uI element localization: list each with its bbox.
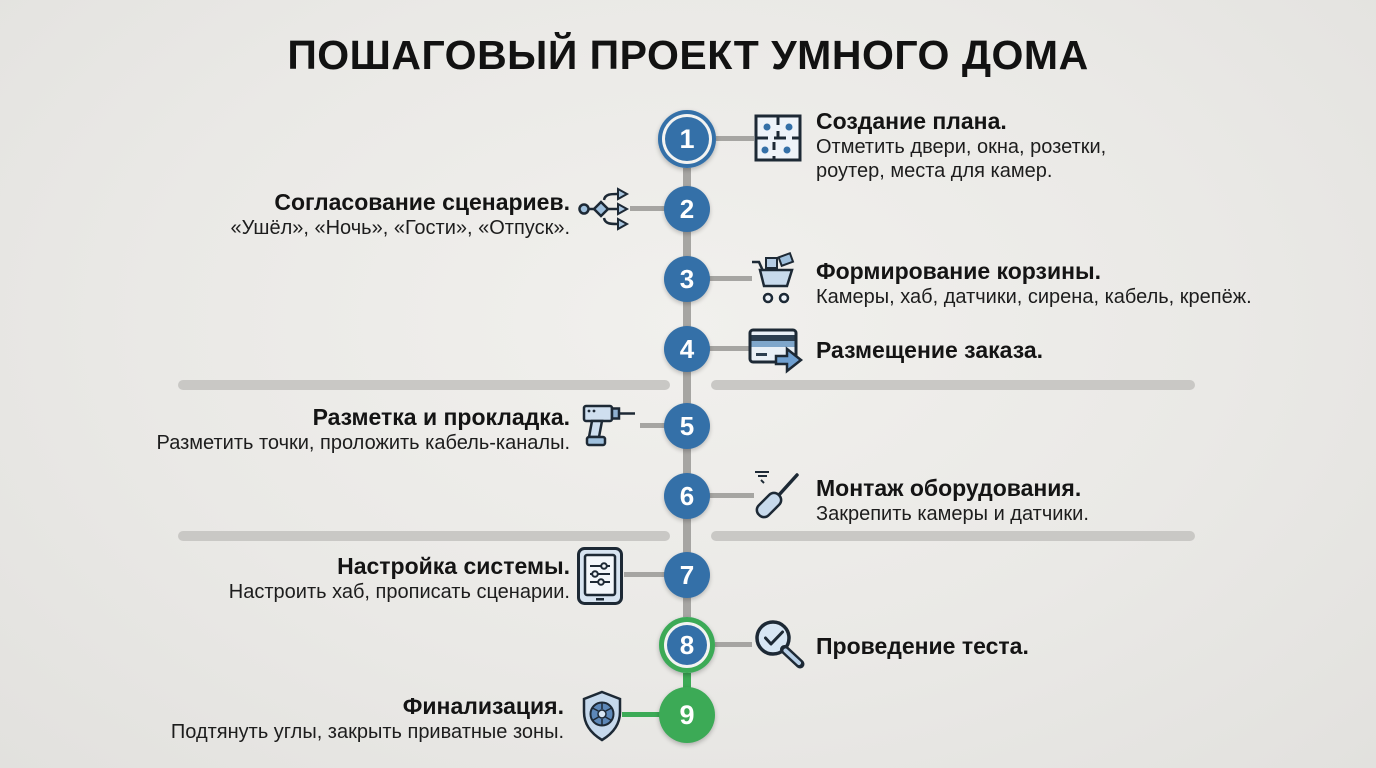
section-divider bbox=[711, 531, 1195, 541]
step-circle-1: 1 bbox=[658, 110, 716, 168]
connector-step-9 bbox=[622, 712, 662, 717]
step-text-9: Финализация. Подтянуть углы, закрыть при… bbox=[171, 692, 564, 744]
connector-step-3 bbox=[708, 276, 752, 281]
drill-icon bbox=[578, 398, 640, 455]
step-circle-6: 6 bbox=[664, 473, 710, 519]
step-number: 4 bbox=[679, 333, 695, 364]
step-text-7: Настройка системы. Настроить хаб, пропис… bbox=[229, 552, 570, 604]
step-number: 7 bbox=[679, 559, 695, 590]
credit-card-arrow-icon bbox=[748, 324, 806, 379]
step-text-1: Создание плана. Отметить двери, окна, ро… bbox=[816, 107, 1106, 183]
section-divider bbox=[178, 380, 670, 390]
step-desc: Камеры, хаб, датчики, сирена, кабель, кр… bbox=[816, 286, 1252, 308]
connector-step-2 bbox=[630, 206, 666, 211]
step-text-5: Разметка и прокладка. Разметить точки, п… bbox=[157, 403, 570, 455]
step-text-3: Формирование корзины. Камеры, хаб, датчи… bbox=[816, 257, 1252, 309]
connector-step-8 bbox=[712, 642, 752, 647]
connector-step-6 bbox=[708, 493, 754, 498]
step-circle-4: 4 bbox=[664, 326, 710, 372]
section-divider bbox=[711, 380, 1195, 390]
timeline-spine bbox=[683, 139, 691, 659]
step-title: Монтаж оборудования. bbox=[816, 475, 1082, 501]
step-circle-8: 8 bbox=[659, 617, 715, 673]
step-number: 5 bbox=[679, 410, 695, 441]
magnifier-check-icon bbox=[750, 617, 808, 676]
step-desc: Разметить точки, проложить кабель-каналы… bbox=[156, 432, 570, 454]
connector-step-7 bbox=[624, 572, 666, 577]
step-title: Настройка системы. bbox=[337, 553, 570, 579]
shopping-cart-icon bbox=[750, 251, 804, 311]
step-circle-5: 5 bbox=[664, 403, 710, 449]
step-title: Создание плана. bbox=[816, 108, 1007, 134]
step-text-6: Монтаж оборудования. Закрепить камеры и … bbox=[816, 474, 1089, 526]
step-number: 9 bbox=[679, 699, 695, 730]
scenario-branch-icon bbox=[578, 184, 632, 239]
step-number: 2 bbox=[679, 193, 695, 224]
floor-plan-icon bbox=[750, 112, 806, 169]
connector-step-1 bbox=[710, 136, 754, 141]
screwdriver-icon bbox=[752, 466, 808, 527]
step-title: Согласование сценариев. bbox=[274, 189, 570, 215]
step-number: 6 bbox=[679, 480, 695, 511]
shield-camera-icon bbox=[580, 690, 624, 749]
step-text-4: Размещение заказа. bbox=[816, 336, 1043, 364]
step-title: Формирование корзины. bbox=[816, 258, 1102, 284]
connector-step-4 bbox=[708, 346, 750, 351]
step-circle-9: 9 bbox=[659, 687, 715, 743]
step-desc: Отметить двери, окна, розетки, bbox=[816, 136, 1107, 158]
step-title: Финализация. bbox=[402, 693, 564, 719]
step-number: 8 bbox=[679, 629, 695, 660]
step-desc: Настроить хаб, прописать сценарии. bbox=[228, 581, 570, 603]
page-title: ПОШАГОВЫЙ ПРОЕКТ УМНОГО ДОМА bbox=[287, 32, 1089, 78]
step-desc: роутер, места для камер. bbox=[816, 160, 1053, 182]
step-circle-2: 2 bbox=[664, 186, 710, 232]
tablet-sliders-icon bbox=[576, 546, 624, 611]
step-title: Проведение теста. bbox=[816, 633, 1029, 659]
step-number: 1 bbox=[679, 123, 695, 154]
step-circle-7: 7 bbox=[664, 552, 710, 598]
section-divider bbox=[178, 531, 670, 541]
step-title: Размещение заказа. bbox=[816, 337, 1044, 363]
step-desc: Подтянуть углы, закрыть приватные зоны. bbox=[170, 721, 564, 743]
step-text-8: Проведение теста. bbox=[816, 632, 1029, 660]
step-circle-3: 3 bbox=[664, 256, 710, 302]
connector-step-5 bbox=[640, 423, 668, 428]
step-number: 3 bbox=[679, 263, 695, 294]
step-text-2: Согласование сценариев. «Ушёл», «Ночь», … bbox=[230, 188, 570, 240]
step-desc: Закрепить камеры и датчики. bbox=[816, 503, 1089, 525]
step-desc: «Ушёл», «Ночь», «Гости», «Отпуск». bbox=[230, 217, 570, 239]
timeline-spine-green bbox=[683, 640, 691, 720]
step-title: Разметка и прокладка. bbox=[312, 404, 570, 430]
